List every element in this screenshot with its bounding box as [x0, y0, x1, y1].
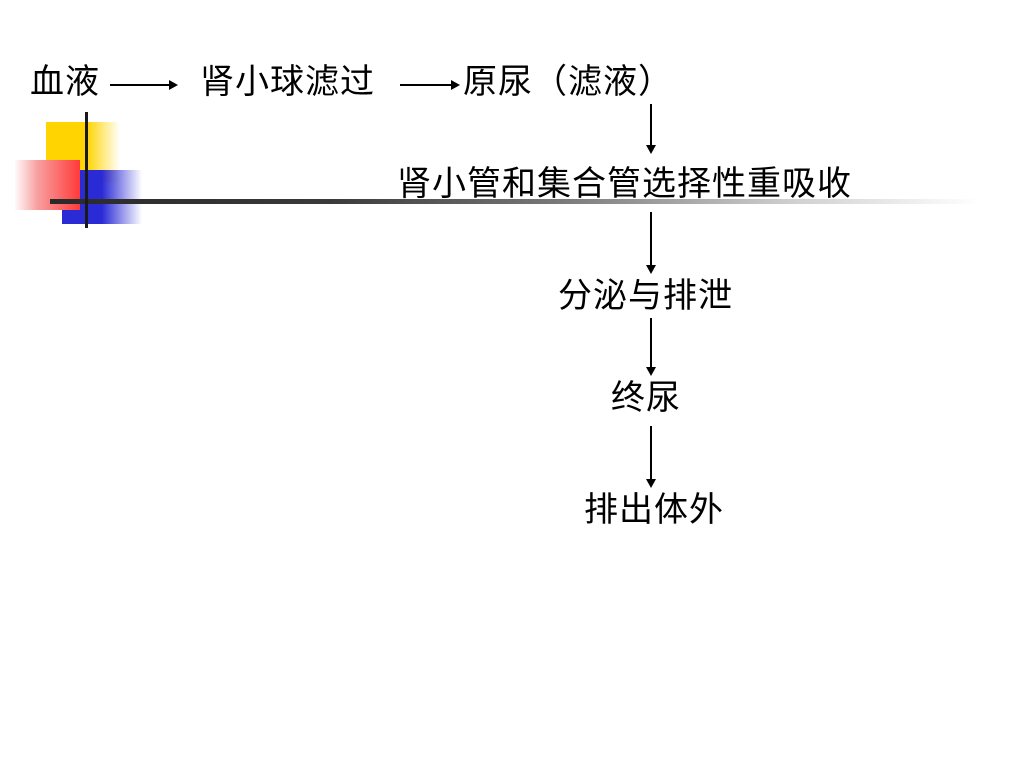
- node-tubular-reabsorption: 肾小管和集合管选择性重吸收: [397, 164, 852, 204]
- node-blood: 血液: [30, 62, 100, 102]
- node-glomerular-filtration: 肾小球滤过: [200, 62, 375, 102]
- arrow-filtration-to-primary-urine: [400, 80, 460, 90]
- arrow-primary-to-reabsorption: [646, 104, 656, 154]
- arrow-reabsorption-to-secretion: [646, 212, 656, 274]
- decor-horizontal-rule: [50, 199, 980, 204]
- node-primary-urine: 原尿（滤液）: [463, 62, 673, 102]
- arrow-blood-to-filtration: [110, 80, 178, 90]
- arrow-final-urine-to-excreted: [646, 426, 656, 488]
- node-secretion-excretion: 分泌与排泄: [558, 276, 733, 316]
- node-final-urine: 终尿: [611, 378, 681, 418]
- decor-vertical-rule: [85, 112, 88, 228]
- arrow-secretion-to-final-urine: [646, 318, 656, 376]
- node-excreted: 排出体外: [584, 490, 724, 530]
